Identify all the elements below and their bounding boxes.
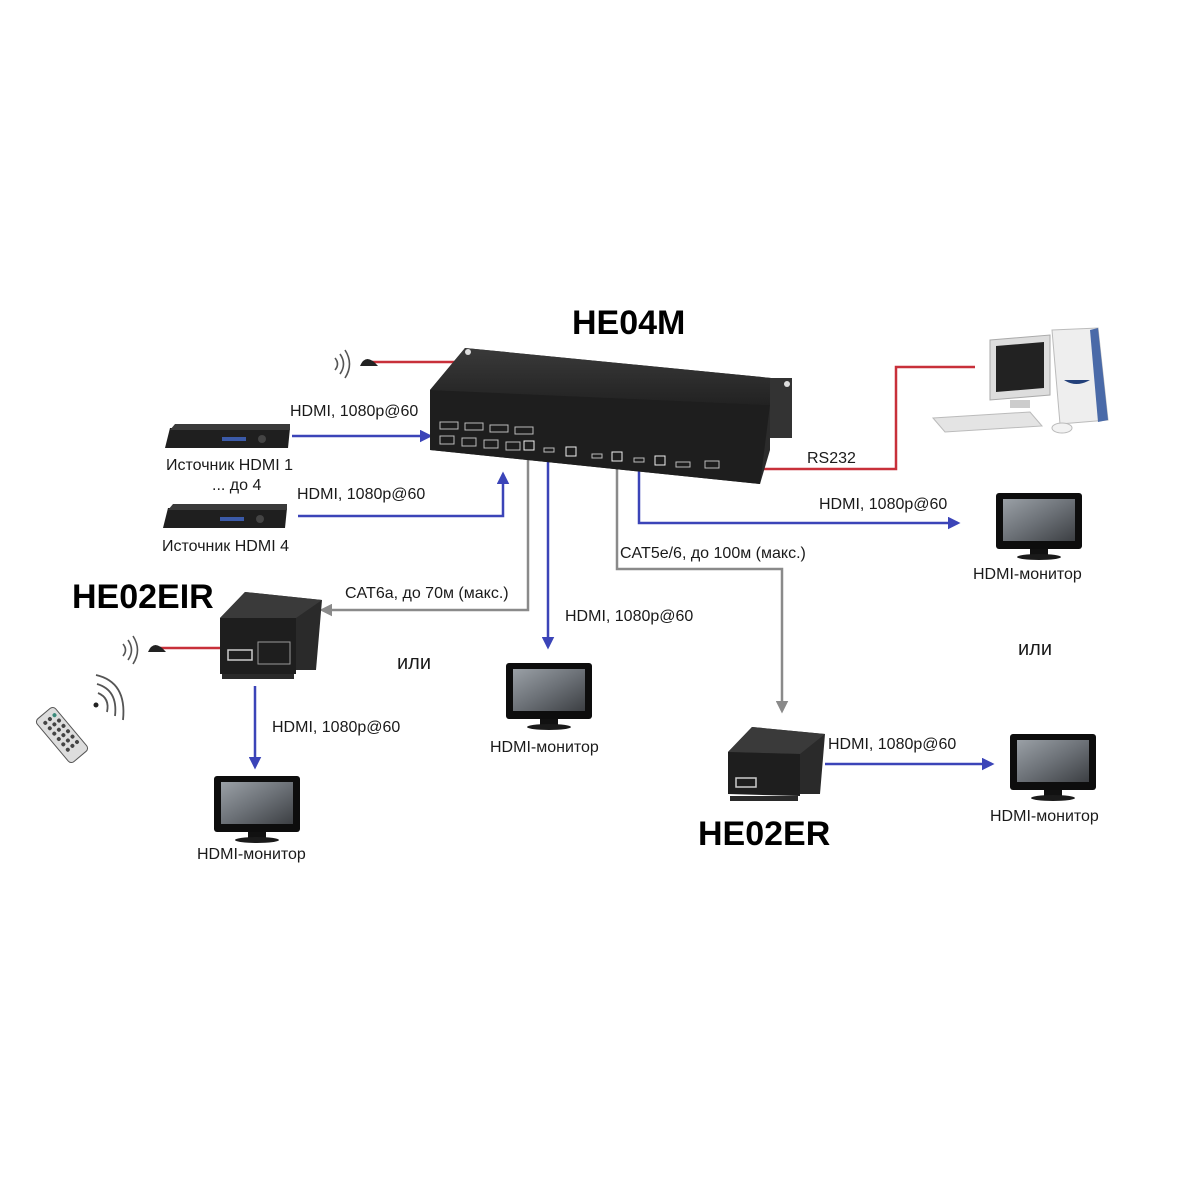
hdmi-out-right-label: HDMI, 1080p@60 — [819, 496, 948, 513]
hdmi-in-1-label: HDMI, 1080p@60 — [290, 403, 419, 420]
hdmi-monitor-er-icon — [1010, 734, 1096, 801]
or-label-left: или — [397, 652, 432, 674]
ir-signal-icon-matrix — [334, 349, 351, 379]
hdmi-source-1-device — [165, 424, 290, 448]
hdmi-in-4-label: HDMI, 1080p@60 — [297, 486, 426, 503]
hdmi-monitor-eir-icon — [214, 776, 300, 843]
source-4-label: Источник HDMI 4 — [162, 538, 289, 555]
cat6a-line — [319, 450, 530, 617]
cat5e-line — [615, 458, 789, 714]
rs232-label: RS232 — [807, 450, 856, 467]
hdmi-source-4-device — [163, 504, 287, 528]
ir-receiver-eir — [148, 645, 166, 652]
hdmi-out-eir-label: HDMI, 1080p@60 — [272, 719, 401, 736]
hdmi-out-center-label: HDMI, 1080p@60 — [565, 608, 694, 625]
hdmi-in-4-line — [298, 471, 510, 518]
remote-control-icon — [35, 674, 125, 764]
he02eir-title: HE02EIR — [72, 578, 214, 616]
he02eir-extender-device — [220, 592, 322, 679]
monitor-center-label: HDMI-монитор — [490, 739, 599, 756]
rs232-line — [712, 365, 975, 471]
he04m-title: HE04M — [572, 304, 686, 342]
ir-receiver-matrix — [360, 359, 378, 366]
monitor-eir-label: HDMI-монитор — [197, 846, 306, 863]
hdmi-monitor-center-icon — [506, 663, 592, 730]
source-1-label: Источник HDMI 1 — [166, 457, 293, 474]
cat5e-label: CAT5e/6, до 100м (макс.) — [620, 545, 806, 562]
hdmi-monitor-right-icon — [996, 493, 1082, 560]
monitor-right-label: HDMI-монитор — [973, 566, 1082, 583]
or-label-right: или — [1018, 638, 1053, 660]
source-range-label: ... до 4 — [212, 477, 262, 494]
he02er-title: HE02ER — [698, 815, 831, 853]
cat6a-label: CAT6a, до 70м (макс.) — [345, 585, 509, 602]
monitor-er-label: HDMI-монитор — [990, 808, 1099, 825]
he02er-extender-device — [728, 727, 825, 801]
he04m-matrix-device — [430, 348, 792, 484]
matrix-ports — [439, 421, 720, 469]
hdmi-out-er-label: HDMI, 1080p@60 — [828, 736, 957, 753]
hdmi-out-right-line — [637, 462, 961, 530]
control-pc-device — [931, 327, 1109, 434]
ir-signal-icon-eir — [122, 635, 139, 665]
